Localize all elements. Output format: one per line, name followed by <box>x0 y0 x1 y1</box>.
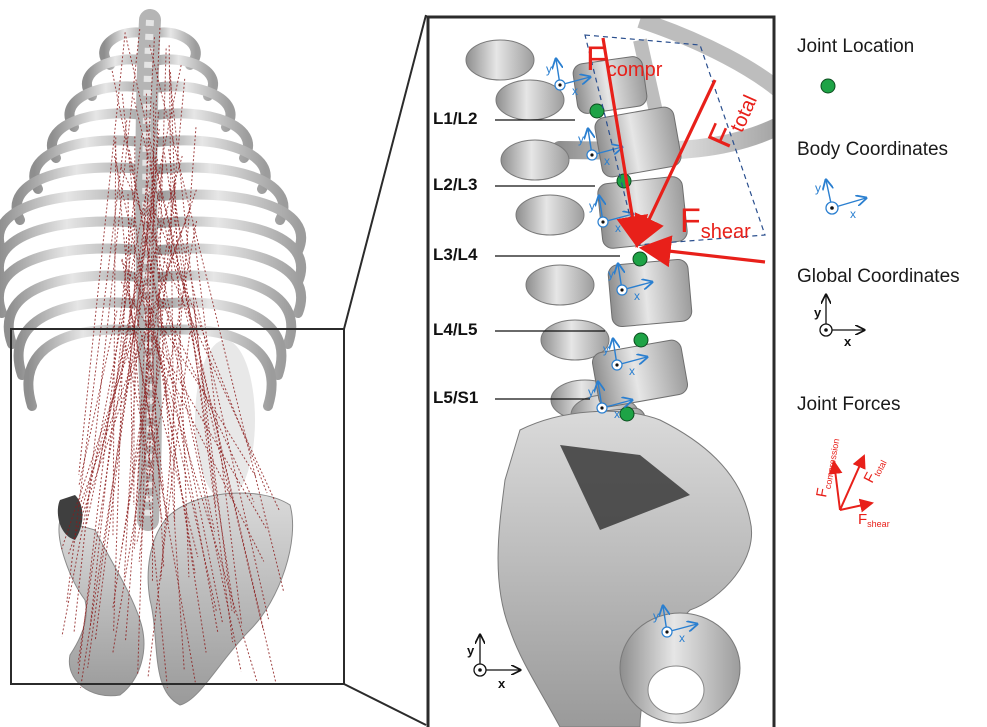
svg-text:x: x <box>629 364 635 378</box>
joint-label: L3/L4 <box>433 245 478 264</box>
svg-text:x: x <box>614 407 620 421</box>
muscle-line <box>62 336 134 550</box>
legend: Joint Location Body Coordinates y x Glob… <box>797 36 960 529</box>
vertebral-process <box>466 40 534 80</box>
svg-text:y: y <box>546 62 552 76</box>
legend-force-diagram: Fcompression Ftotal Fshear <box>813 436 889 529</box>
vertebral-process <box>501 140 569 180</box>
svg-text:y: y <box>815 181 821 195</box>
vertebral-body <box>597 176 688 250</box>
svg-text:y: y <box>653 609 659 623</box>
joint-label: L2/L3 <box>433 175 477 194</box>
svg-text:x: x <box>498 676 506 691</box>
legend-global-coordinates: Global Coordinates <box>797 266 960 287</box>
legend-f-total: Ftotal <box>861 455 889 487</box>
skeleton-overview <box>0 15 426 725</box>
vertebral-process <box>516 195 584 235</box>
svg-text:y: y <box>603 342 609 356</box>
svg-text:x: x <box>572 84 578 98</box>
pelvis <box>148 493 292 705</box>
svg-text:x: x <box>615 221 621 235</box>
legend-joint-forces: Joint Forces <box>797 394 900 415</box>
svg-text:x: x <box>604 154 610 168</box>
joint-location-dot <box>634 333 648 347</box>
zoom-connector-bottom <box>344 684 426 725</box>
joint-label: L5/S1 <box>433 388 478 407</box>
joint-location-dot <box>633 252 647 266</box>
joint-label: L4/L5 <box>433 320 477 339</box>
joint-label: L1/L2 <box>433 109 477 128</box>
vertebral-process <box>496 80 564 120</box>
svg-text:x: x <box>844 334 852 349</box>
joint-location-dot <box>620 407 634 421</box>
vertebral-process <box>526 265 594 305</box>
legend-global-axes: y x <box>814 295 864 349</box>
zoom-connector-top <box>344 15 426 329</box>
legend-joint-location: Joint Location <box>797 36 914 57</box>
svg-text:y: y <box>589 199 595 213</box>
svg-text:y: y <box>588 385 594 399</box>
svg-text:y: y <box>608 267 614 281</box>
svg-text:y: y <box>814 305 822 320</box>
svg-text:x: x <box>634 289 640 303</box>
svg-text:y: y <box>578 132 584 146</box>
joint-location-dot <box>590 104 604 118</box>
svg-text:y: y <box>467 643 475 658</box>
svg-text:x: x <box>679 631 685 645</box>
legend-f-shear: Fshear <box>858 511 890 529</box>
legend-body-axes: y x <box>815 180 866 221</box>
legend-body-coordinates: Body Coordinates <box>797 139 948 160</box>
legend-joint-dot <box>821 79 835 93</box>
svg-text:x: x <box>850 207 856 221</box>
